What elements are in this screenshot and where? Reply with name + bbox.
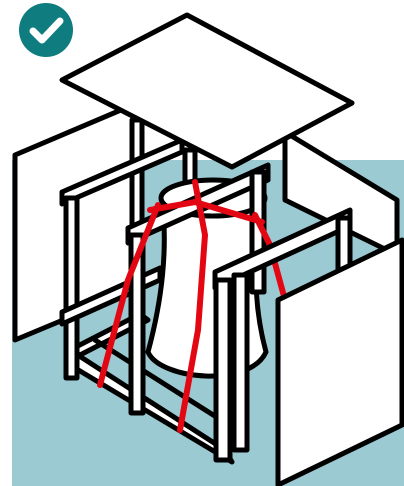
check-circle-icon bbox=[19, 3, 73, 57]
check-mark bbox=[33, 21, 60, 40]
